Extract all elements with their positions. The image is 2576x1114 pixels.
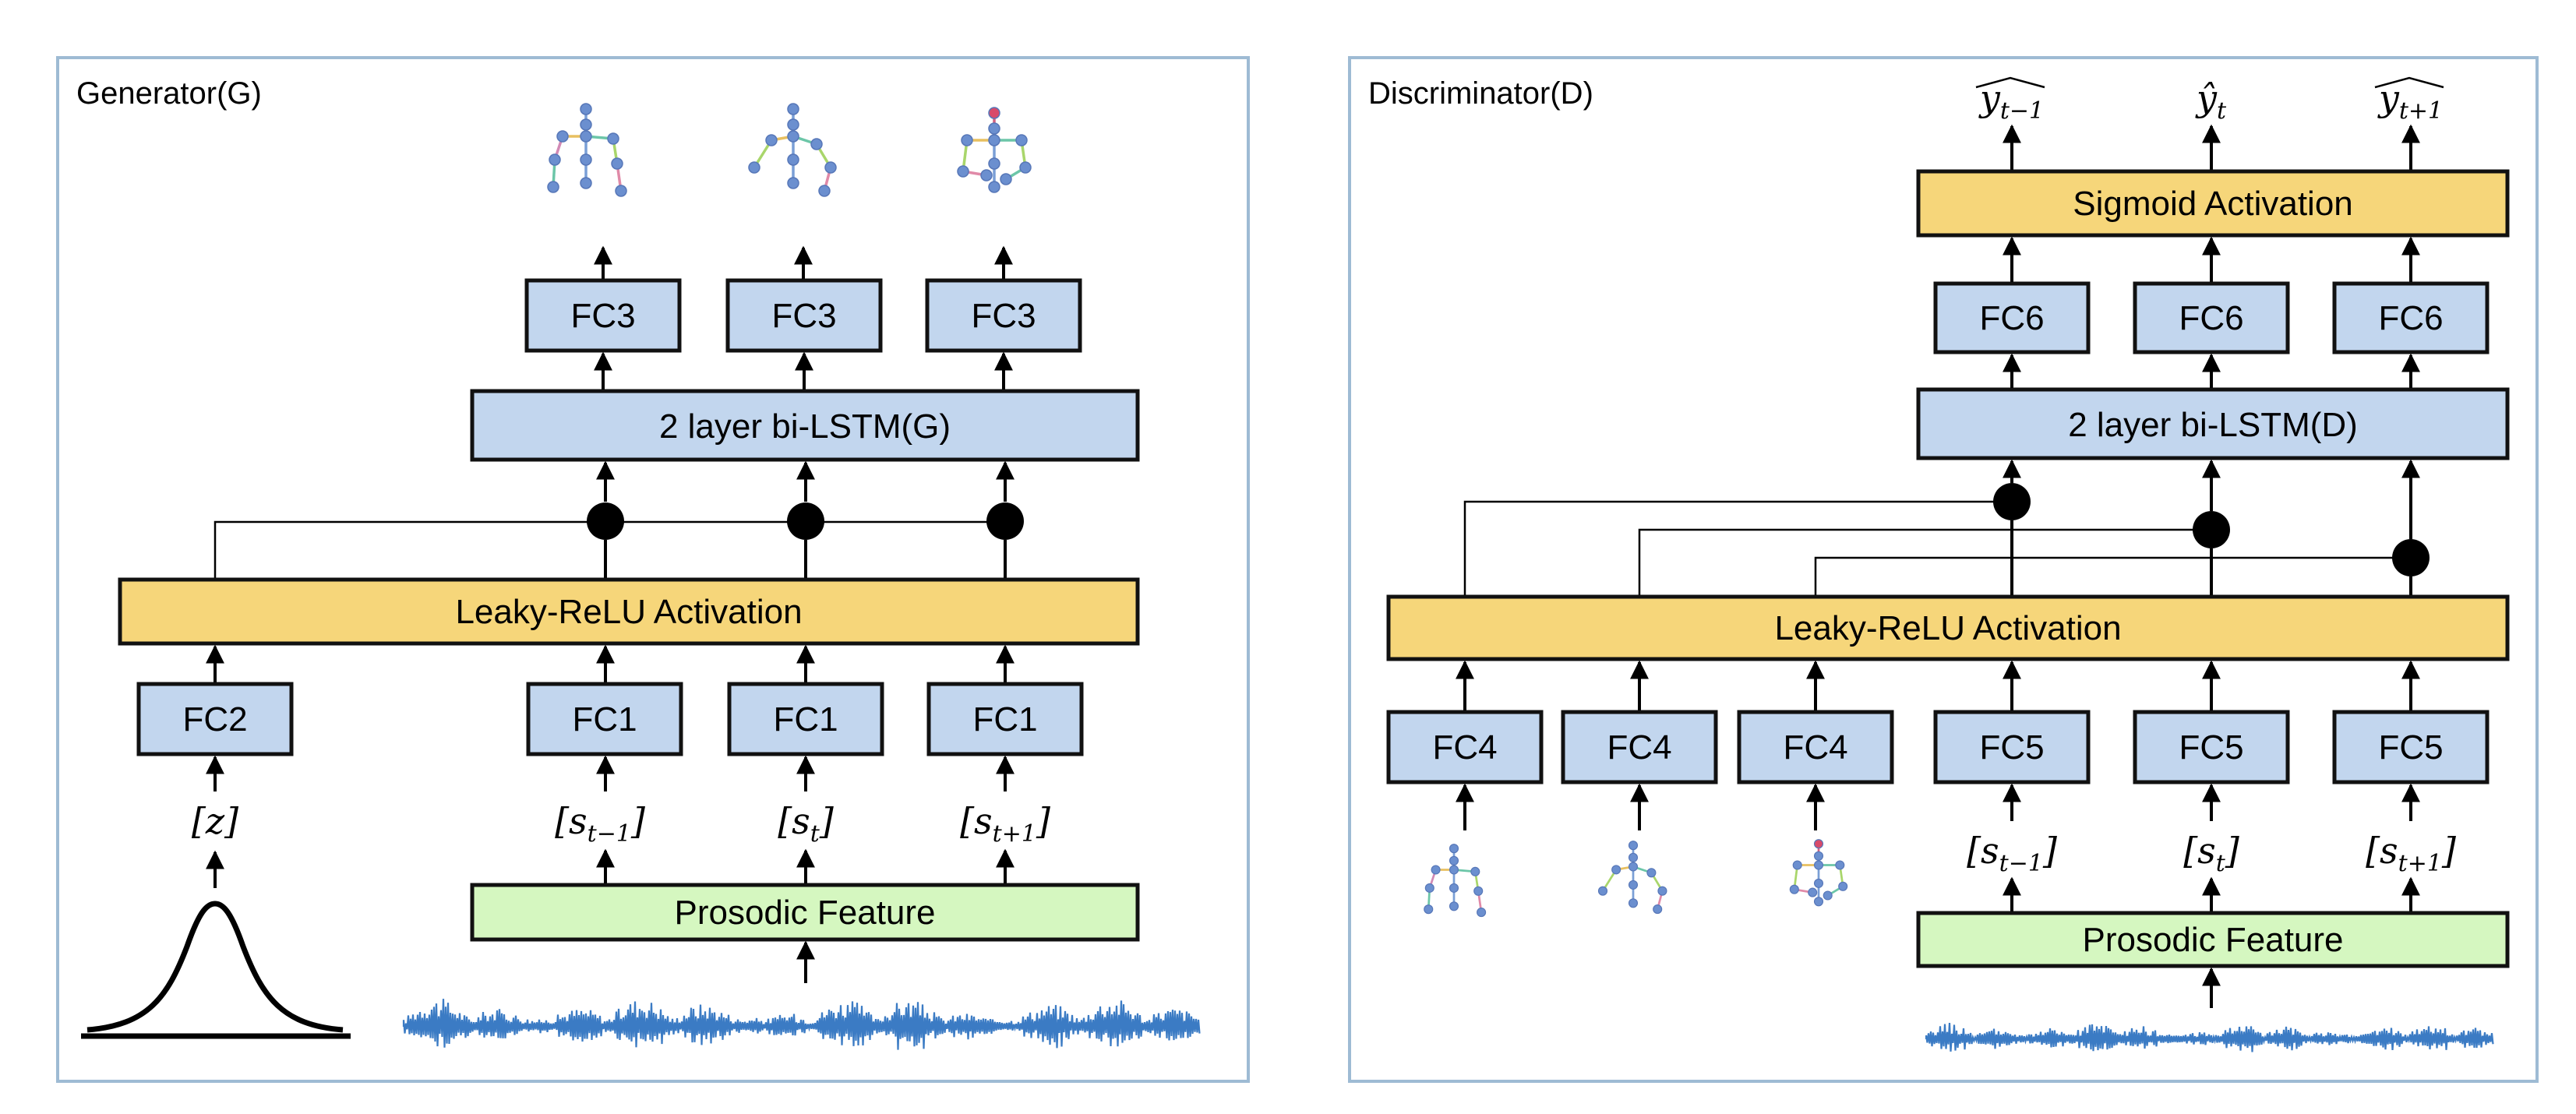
sigmoid-activation-label: Sigmoid Activation (2073, 185, 2353, 223)
bilstm-g-label: 2 layer bi-LSTM(G) (659, 407, 951, 446)
audio-waveform-icon (402, 999, 1201, 1050)
fc4-label: FC4 (1607, 728, 1671, 767)
fc1-label: FC1 (773, 700, 838, 739)
audio-waveform-icon (1925, 1023, 2494, 1052)
prosodic-feature-g-label: Prosodic Feature (674, 894, 935, 932)
fc6-label: FC6 (1979, 299, 2044, 337)
fc1-box: FC1 (526, 682, 683, 756)
s-next-label: [st+1] (960, 800, 1050, 848)
leaky-relu-d-box: Leaky-ReLU Activation (1386, 594, 2510, 661)
fc5-label: FC5 (1979, 728, 2044, 767)
fc3-box: FC3 (524, 278, 682, 353)
generator-panel: Generator(G) FC3 FC3 FC3 2 layer bi-LS (56, 56, 1250, 1083)
y-next-output-label: yt+1 (2374, 76, 2444, 125)
gaussian-curve-icon (81, 901, 351, 1039)
y-prev-output-label: yt−1 (1975, 76, 2045, 125)
fc5-box: FC5 (1933, 710, 2091, 784)
bilstm-g-box: 2 layer bi-LSTM(G) (470, 389, 1140, 462)
fc6-label: FC6 (2179, 299, 2243, 337)
leaky-relu-g-box: Leaky-ReLU Activation (118, 577, 1140, 646)
fc6-box: FC6 (2133, 281, 2290, 354)
d-s-prev-label: [st−1] (1967, 830, 2057, 877)
leaky-relu-d-label: Leaky-ReLU Activation (1774, 609, 2121, 647)
discriminator-title: Discriminator(D) (1368, 76, 1593, 111)
discriminator-panel: Discriminator(D) yt−1 ŷt yt+1 Sigmoid Ac… (1348, 56, 2539, 1083)
fc5-box: FC5 (2332, 710, 2490, 784)
fc4-box: FC4 (1386, 710, 1544, 784)
leaky-relu-g-label: Leaky-ReLU Activation (455, 593, 802, 631)
fc1-label: FC1 (572, 700, 637, 739)
circled-times-icon (2392, 539, 2430, 576)
generator-panel-border (56, 56, 1250, 1083)
sigmoid-activation-box: Sigmoid Activation (1916, 169, 2510, 238)
fc1-box: FC1 (926, 682, 1084, 756)
discriminator-panel-border (1348, 56, 2539, 1083)
circled-times-icon (787, 502, 824, 540)
fc3-label: FC3 (971, 297, 1036, 335)
skeleton-pose-icon (1597, 840, 1668, 915)
fc2-label: FC2 (182, 700, 247, 739)
fc4-box: FC4 (1737, 710, 1894, 784)
d-s-cur-label: [st] (2183, 830, 2239, 877)
circled-times-icon (2193, 511, 2230, 548)
fc1-box: FC1 (727, 682, 884, 756)
fc5-box: FC5 (2133, 710, 2290, 784)
fc5-label: FC5 (2378, 728, 2443, 767)
fc4-box: FC4 (1561, 710, 1718, 784)
fc2-box: FC2 (136, 682, 294, 756)
skeleton-pose-icon (1423, 843, 1487, 918)
generator-title: Generator(G) (76, 76, 262, 111)
y-cur-output-label: ŷt (2195, 77, 2227, 125)
circled-times-icon (986, 502, 1024, 540)
fc4-label: FC4 (1432, 728, 1497, 767)
skeleton-pose-icon (956, 106, 1032, 194)
fc6-box: FC6 (2332, 281, 2490, 354)
s-prev-label: [st−1] (555, 800, 645, 848)
bilstm-d-box: 2 layer bi-LSTM(D) (1916, 387, 2510, 460)
skeleton-pose-icon (1788, 838, 1849, 908)
circled-times-icon (1993, 483, 2031, 520)
fc3-box: FC3 (925, 278, 1082, 353)
prosodic-feature-d-box: Prosodic Feature (1916, 911, 2510, 968)
fc6-box: FC6 (1933, 281, 2091, 354)
z-input-label: [z] (192, 800, 238, 842)
circled-times-icon (587, 502, 624, 540)
prosodic-feature-d-label: Prosodic Feature (2082, 921, 2343, 959)
svg-text:ŷt: ŷt (2195, 77, 2227, 125)
bilstm-d-label: 2 layer bi-LSTM(D) (2068, 406, 2358, 444)
skeleton-pose-icon (546, 102, 628, 198)
fc3-label: FC3 (570, 297, 635, 335)
fc1-label: FC1 (972, 700, 1037, 739)
skeleton-pose-icon (747, 102, 838, 198)
fc3-label: FC3 (771, 297, 836, 335)
fc4-label: FC4 (1783, 728, 1847, 767)
s-cur-label: [st] (778, 800, 834, 848)
fc3-box: FC3 (725, 278, 883, 353)
fc6-label: FC6 (2378, 299, 2443, 337)
d-s-next-label: [st+1] (2366, 830, 2456, 877)
fc5-label: FC5 (2179, 728, 2243, 767)
prosodic-feature-g-box: Prosodic Feature (470, 883, 1140, 942)
